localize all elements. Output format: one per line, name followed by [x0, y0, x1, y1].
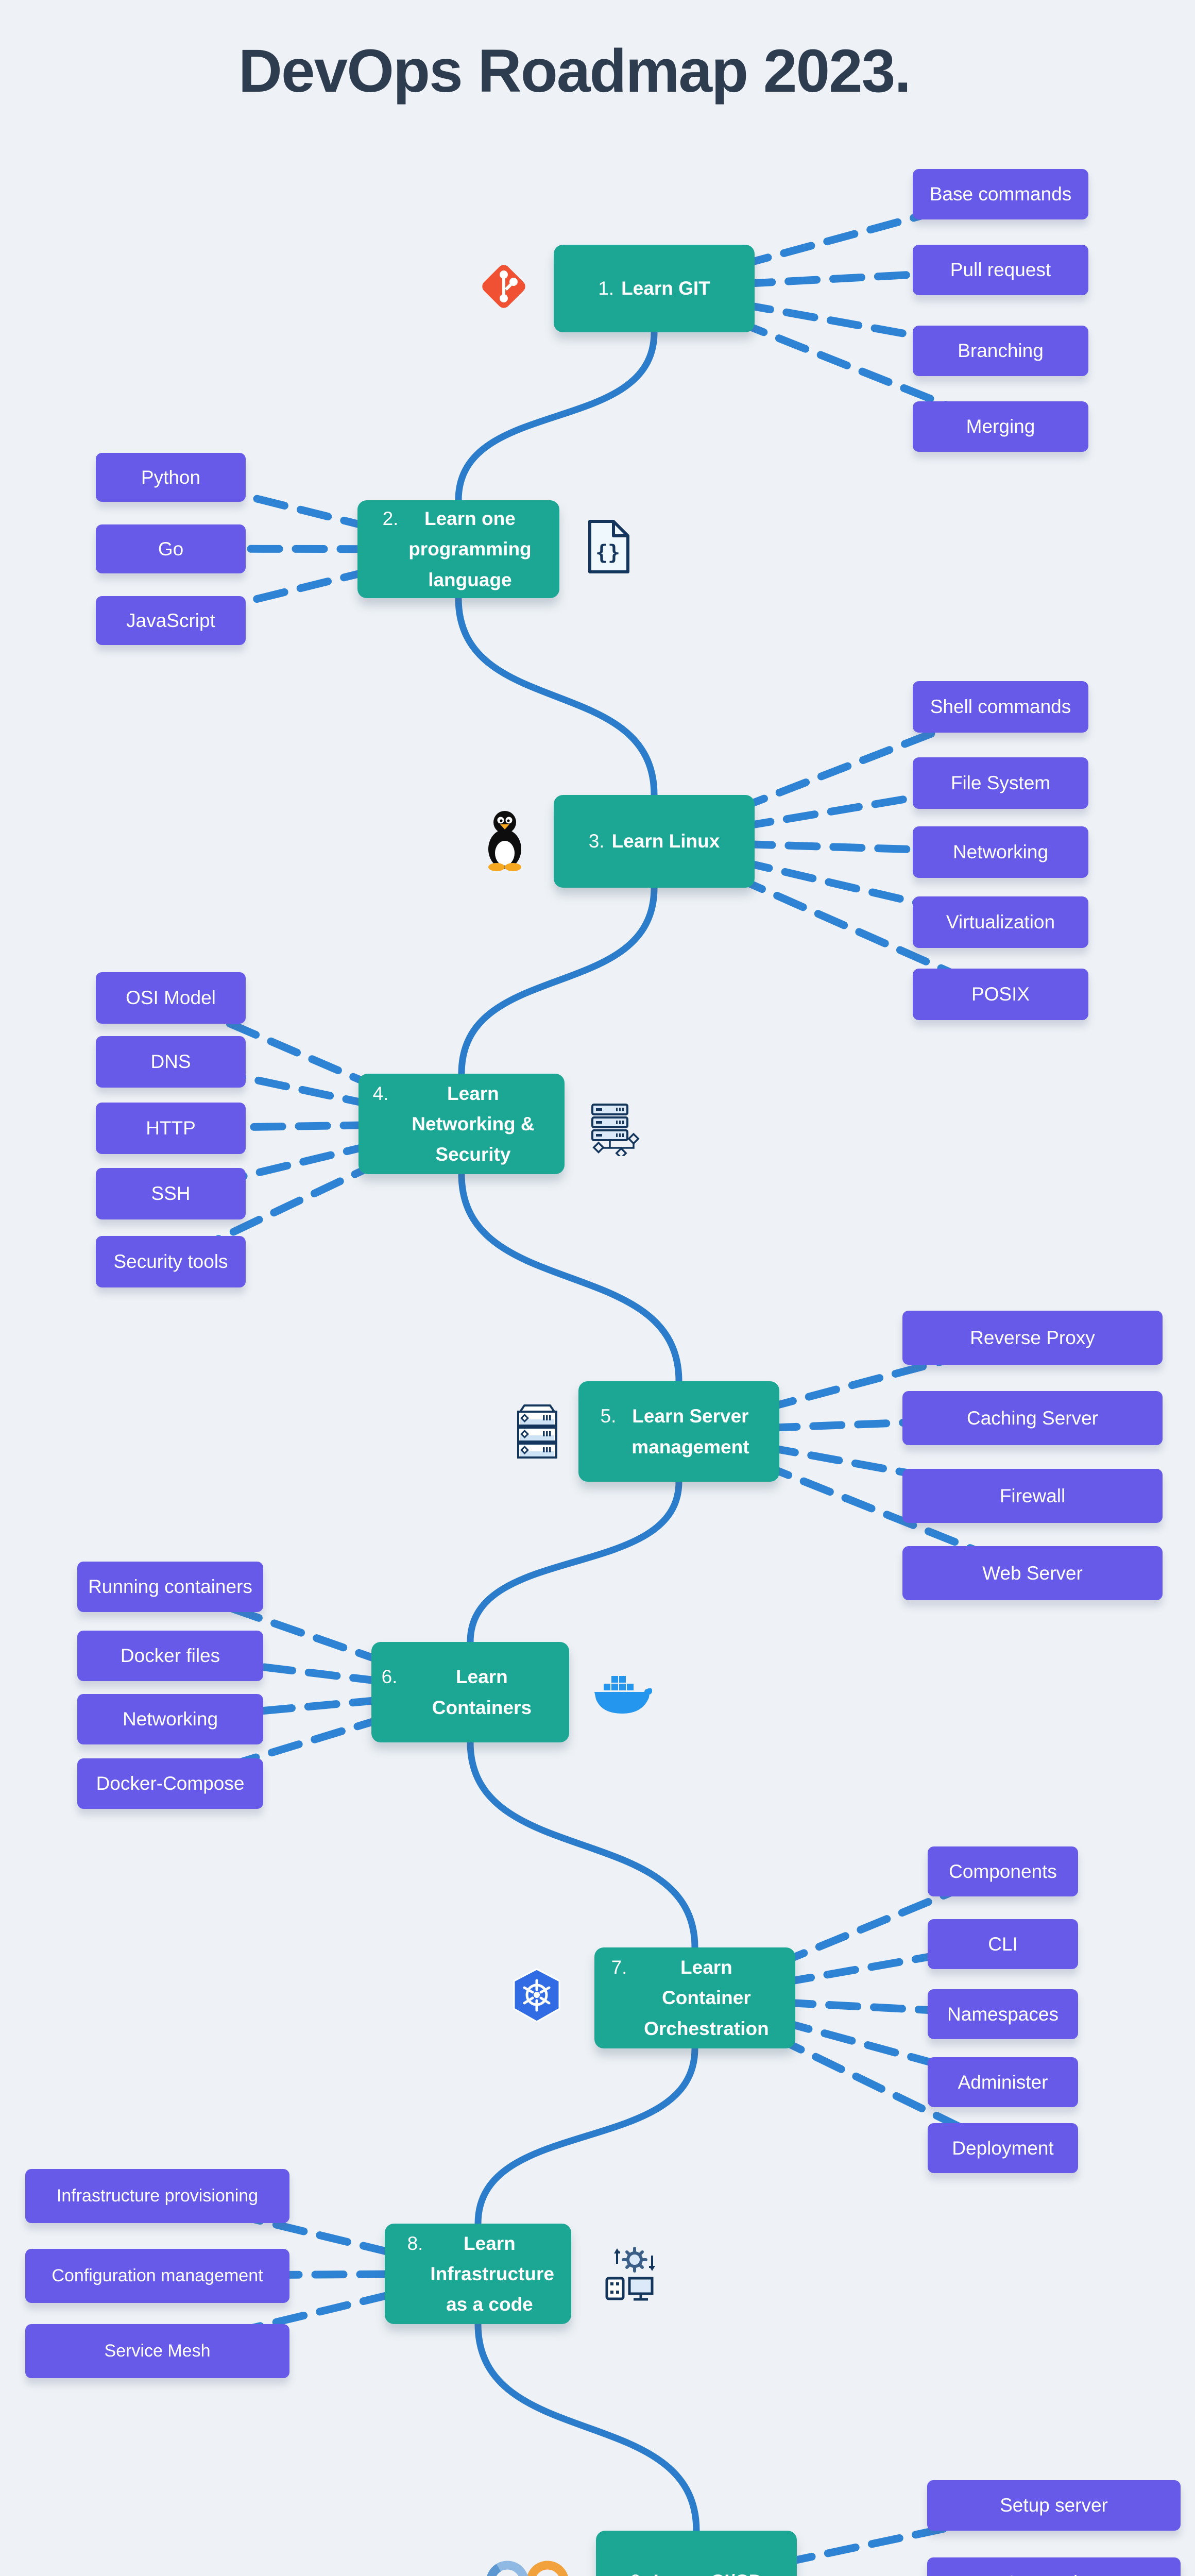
topic-box: Deployment	[928, 2123, 1078, 2173]
topic-box: Docker files	[77, 1631, 263, 1681]
network-security-icon	[591, 1104, 640, 1156]
docker-whale-icon	[594, 1676, 652, 1714]
cicd-loop-icon	[487, 2561, 568, 2576]
topic-box: DNS	[96, 1036, 246, 1088]
step-learn-git: 1.Learn GIT	[554, 245, 755, 332]
topic-box: POSIX	[913, 969, 1088, 1020]
step-learn-container-orchestration: 7.Learn Container Orchestration	[594, 1947, 795, 2048]
server-stack-icon	[517, 1404, 557, 1459]
step-learn-linux: 3.Learn Linux	[554, 795, 755, 888]
topic-box: Configuration management	[25, 2249, 289, 2303]
svg-text:{}: {}	[595, 541, 620, 565]
topic-box: Branching	[913, 326, 1088, 376]
topic-box: Docker-Compose	[77, 1758, 263, 1809]
topic-box: Go	[96, 524, 246, 573]
topic-box: Setup server	[927, 2480, 1181, 2531]
topic-box: HTTP	[96, 1103, 246, 1154]
linux-tux-icon	[488, 811, 521, 871]
flow-curves	[455, 329, 700, 2534]
step-learn-programming: 2.Learn one programming language	[357, 500, 559, 598]
topic-box: Namespaces	[928, 1989, 1078, 2039]
code-file-icon: {}	[588, 520, 629, 573]
topic-box: Running containers	[77, 1562, 263, 1612]
step-learn-networking-security: 4.Learn Networking & Security	[358, 1074, 565, 1174]
topic-box: Integration	[927, 2557, 1181, 2576]
topic-box: Merging	[913, 401, 1088, 452]
topic-box: Service Mesh	[25, 2324, 289, 2378]
topic-box: Security tools	[96, 1236, 246, 1287]
topic-box: Infrastructure provisioning	[25, 2169, 289, 2223]
topic-box: Administer	[928, 2057, 1078, 2107]
topic-box: Firewall	[902, 1469, 1163, 1523]
topic-box: File System	[913, 757, 1088, 809]
topic-box: CLI	[928, 1919, 1078, 1969]
git-icon	[482, 265, 525, 308]
step-learn-containers: 6.Learn Containers	[371, 1642, 569, 1742]
topic-box: Networking	[913, 826, 1088, 878]
topic-box: Base commands	[913, 169, 1088, 219]
infrastructure-gear-icon	[605, 2247, 655, 2301]
topic-box: OSI Model	[96, 972, 246, 1024]
topic-box: Virtualization	[913, 896, 1088, 948]
step-learn-cicd: 9.Learn CI/CD	[596, 2531, 797, 2576]
step-learn-server-management: 5.Learn Server management	[578, 1381, 779, 1482]
topic-box: Web Server	[902, 1546, 1163, 1600]
topic-box: Caching Server	[902, 1391, 1163, 1445]
topic-box: Shell commands	[913, 681, 1088, 733]
topic-box: Python	[96, 453, 246, 502]
page-title: DevOps Roadmap 2023.	[238, 37, 911, 105]
topic-box: SSH	[96, 1168, 246, 1219]
topic-box: JavaScript	[96, 596, 246, 645]
step-learn-infrastructure-as-code: 8.Learn Infrastructure as a code	[385, 2224, 571, 2324]
topic-box: Components	[928, 1846, 1078, 1896]
topic-box: Reverse Proxy	[902, 1311, 1163, 1365]
kubernetes-icon	[513, 1968, 560, 2023]
topic-box: Pull request	[913, 245, 1088, 295]
topic-box: Networking	[77, 1694, 263, 1744]
